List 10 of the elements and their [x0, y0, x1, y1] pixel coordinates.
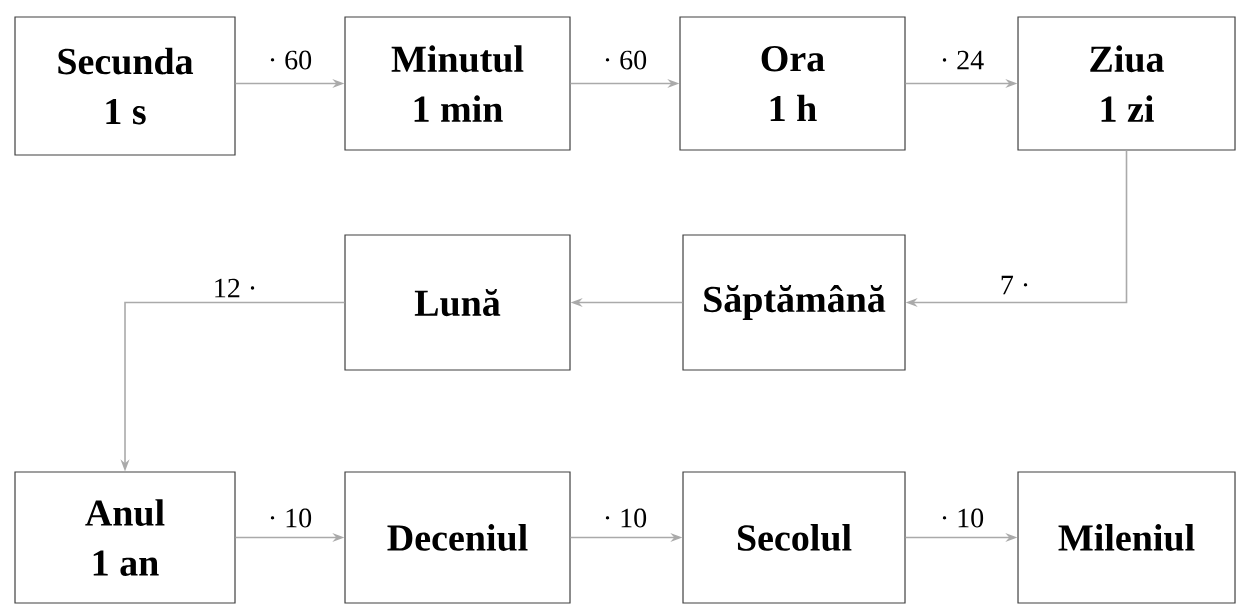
- unit-box: Ziua 1 zi: [1017, 16, 1236, 151]
- unit-box: Secolul: [682, 471, 906, 604]
- unit-box: Minutul 1 min: [344, 16, 571, 151]
- unit-box: Săptămână: [682, 234, 906, 371]
- unit-box: Anul 1 an: [14, 471, 236, 604]
- unit-box: Secunda 1 s: [14, 16, 236, 156]
- unit-box: Ora 1 h: [679, 16, 906, 151]
- unit-box: Deceniul: [344, 471, 571, 604]
- unit-box: Mileniul: [1017, 471, 1236, 604]
- unit-box: Lună: [344, 234, 571, 371]
